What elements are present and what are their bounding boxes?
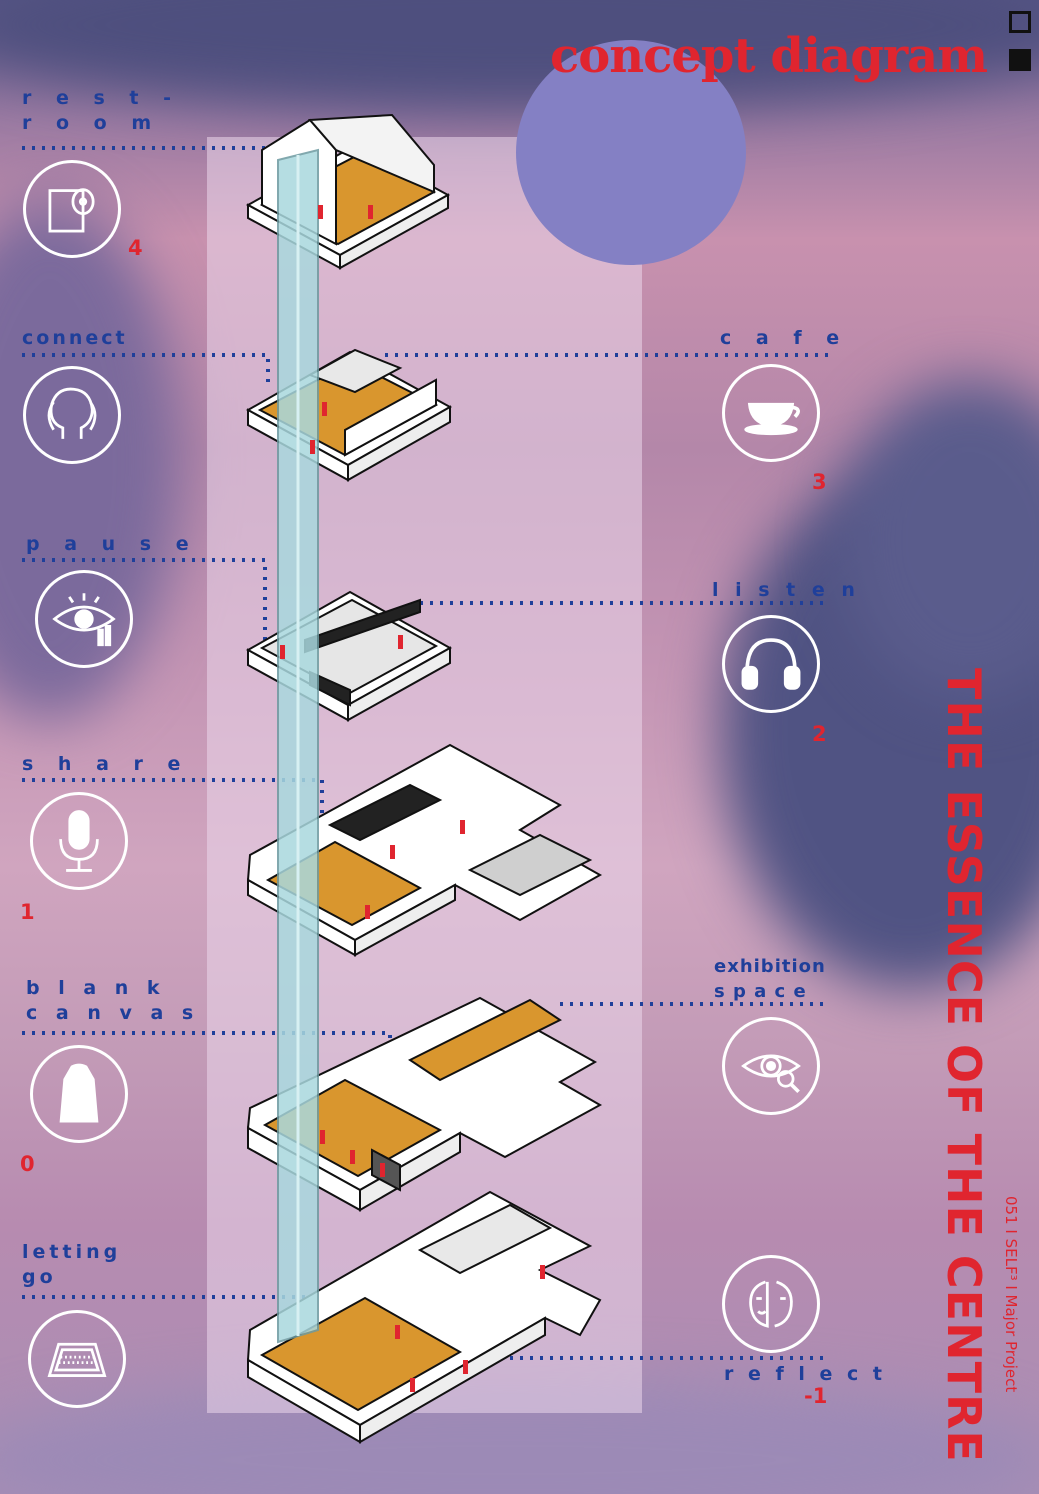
label-listen: l i s t e n — [712, 578, 860, 603]
label-connect: connect — [22, 326, 128, 351]
label-exhibition-space: exhibition s p a c e — [714, 954, 826, 1004]
two-heads-icon — [23, 366, 121, 464]
label-share: s h a r e — [22, 752, 189, 777]
level-number-4: 4 — [128, 236, 143, 260]
level-number-2: 2 — [812, 722, 827, 746]
elevator-shaft — [278, 150, 318, 1342]
robe-icon — [30, 1045, 128, 1143]
label-pause: p a u s e — [26, 532, 198, 557]
eye-magnifier-icon — [722, 1017, 820, 1115]
toilet-paper-icon — [23, 160, 121, 258]
level-number-1: 1 — [20, 900, 35, 924]
level-number-0: 0 — [20, 1152, 35, 1176]
eye-icon — [35, 570, 133, 668]
coffee-cup-icon — [722, 364, 820, 462]
microphone-icon — [30, 792, 128, 890]
mat-icon — [28, 1310, 126, 1408]
level-number-3: 3 — [812, 470, 827, 494]
label-restroom: r e s t - r o o m — [22, 86, 180, 136]
level-number-minus-1: -1 — [804, 1384, 827, 1408]
faces-icon — [722, 1255, 820, 1353]
label-cafe: c a f e — [720, 326, 848, 351]
label-letting-go: letting go — [22, 1240, 121, 1290]
headphones-icon — [722, 615, 820, 713]
label-blank-canvas: b l a n k c a n v a s — [26, 976, 199, 1026]
